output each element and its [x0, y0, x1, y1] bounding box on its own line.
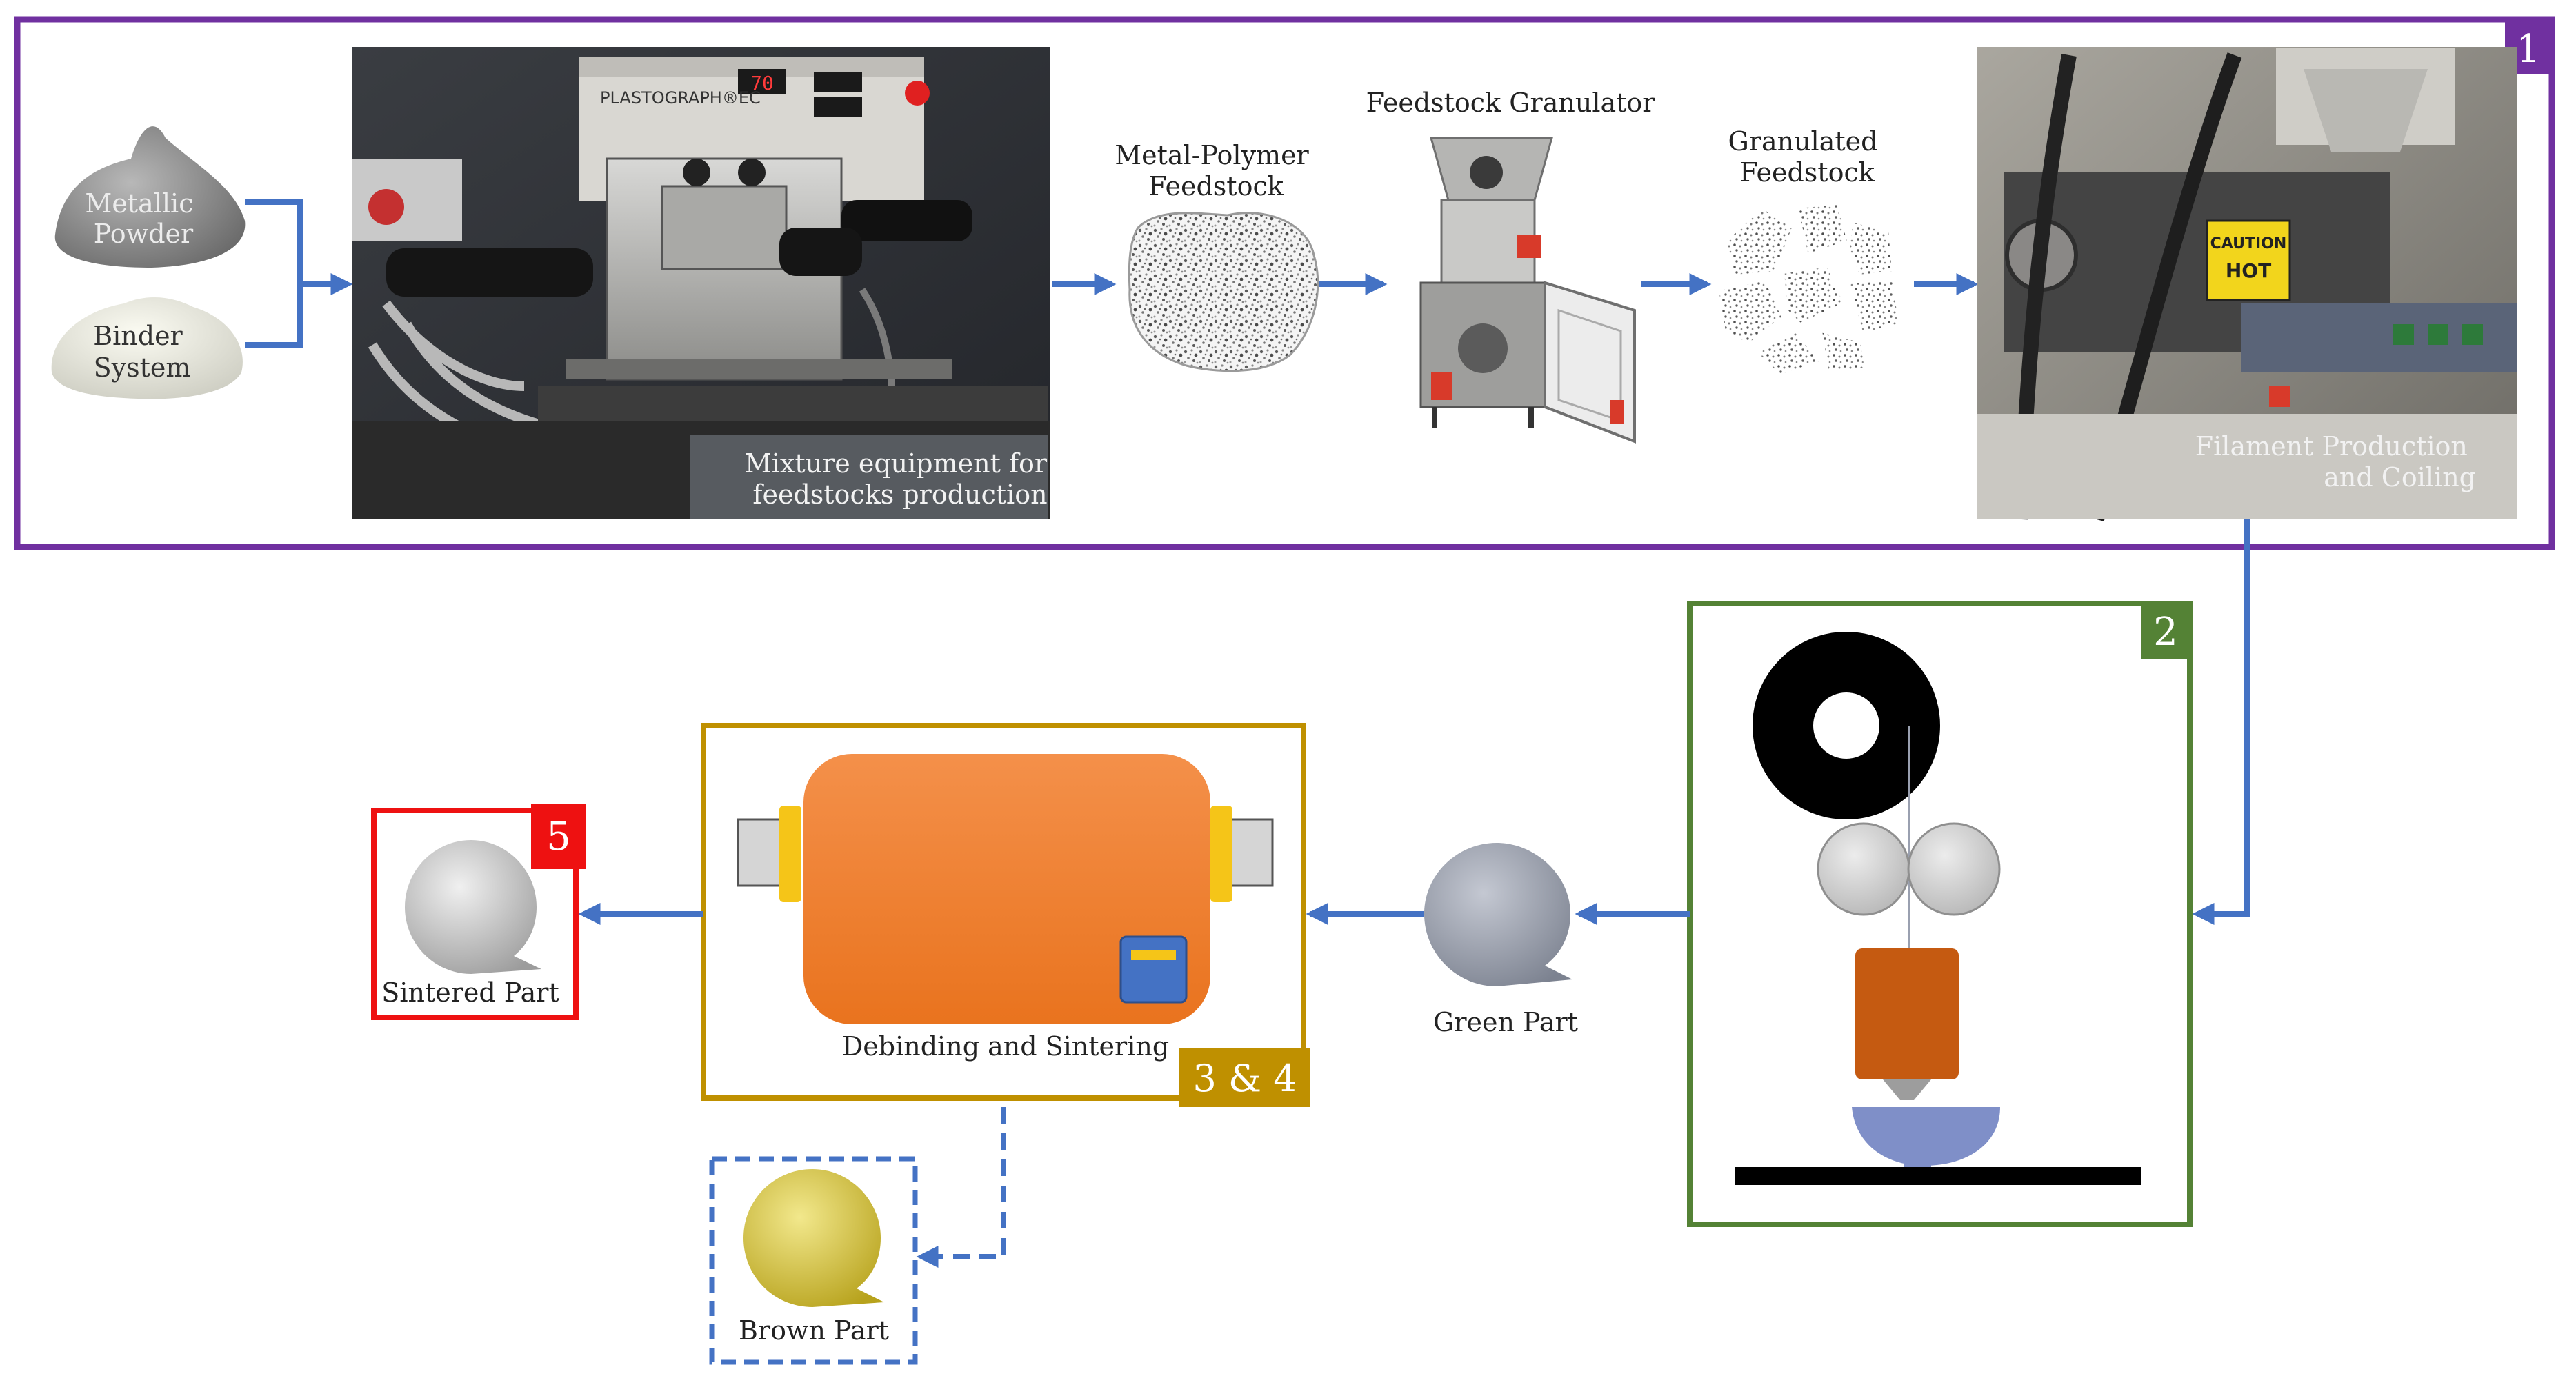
arrow-furnace-to-brown [916, 1107, 1006, 1268]
metallic-powder-label: Metallic Powder [85, 188, 201, 249]
sintered-part-icon [405, 840, 541, 974]
filament-caption: Filament Production and Coiling [2195, 431, 2476, 492]
sintered-part-label: Sintered Part [381, 977, 559, 1008]
furnace-chamber [803, 754, 1210, 1024]
stage-5-frame [371, 808, 579, 1020]
printer-icon [1735, 632, 2141, 1185]
brown-part-icon [743, 1169, 884, 1307]
granulated-feedstock-icon [1715, 201, 1902, 378]
caution-sign-bottom: HOT [2226, 259, 2271, 282]
filament-spool-icon [1753, 632, 1940, 819]
binder-system-icon [51, 297, 243, 399]
build-plate-icon [1735, 1167, 2141, 1185]
stage-2-number: 2 [2153, 610, 2178, 655]
metal-polymer-label: Metal-Polymer Feedstock [1115, 140, 1317, 201]
stage-34-badge [1179, 1048, 1310, 1107]
mixer-caption: Mixture equipment for feedstocks product… [745, 448, 1055, 510]
mixer-display: 70 [750, 72, 774, 94]
green-part-icon [1424, 843, 1572, 986]
mixer-photo: 70 PLASTOGRAPH®EC [352, 47, 1050, 519]
brown-part-label: Brown Part [739, 1315, 889, 1346]
binder-system-label: Binder System [93, 321, 191, 383]
stage-5-number: 5 [546, 815, 571, 859]
input-bracket [245, 199, 303, 348]
furnace-control-panel [1119, 935, 1188, 1004]
mixer-panel-label: PLASTOGRAPH®EC [600, 88, 761, 108]
granulator-label: Feedstock Granulator [1366, 88, 1656, 118]
stage-1-number: 1 [2516, 27, 2541, 72]
granulator-icon [1419, 137, 1636, 444]
feed-roller-right-icon [1907, 822, 2001, 916]
stage-1-frame [14, 16, 2555, 550]
furnace-icon [737, 754, 1274, 1024]
metal-polymer-feedstock-icon [1128, 212, 1319, 372]
brown-part-frame [709, 1156, 918, 1365]
stage-34-number: 3 & 4 [1192, 1057, 1297, 1100]
filament-photo: CAUTION HOT [1977, 47, 2517, 521]
arrow-stage1-to-stage2 [2192, 519, 2250, 925]
stage-2-badge [2141, 604, 2190, 659]
extruder-nozzle-icon [1855, 948, 1959, 1079]
granulated-label: Granulated Feedstock [1728, 126, 1886, 188]
debinding-label: Debinding and Sintering [842, 1031, 1169, 1062]
caution-sign-top: CAUTION [2210, 235, 2287, 252]
stage-5-badge [531, 804, 586, 869]
metallic-powder-icon [54, 126, 246, 268]
feed-roller-left-icon [1817, 822, 1910, 916]
green-part-label: Green Part [1433, 1007, 1578, 1037]
